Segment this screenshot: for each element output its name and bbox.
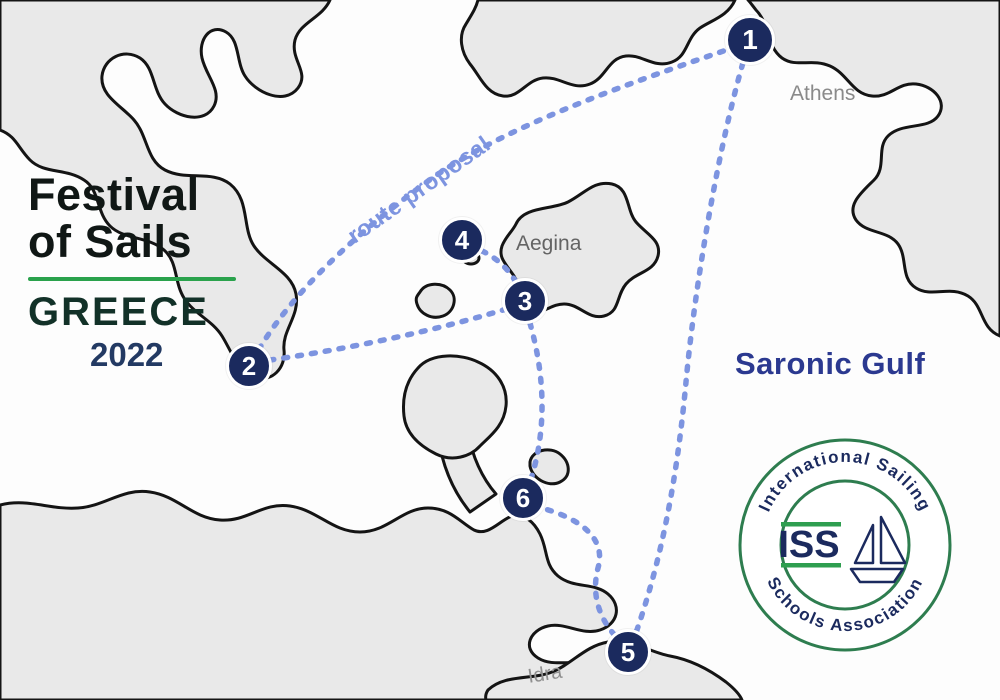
waypoint-number: 4 bbox=[454, 224, 470, 255]
logo-green-bar-top bbox=[781, 522, 841, 527]
island-small-west bbox=[414, 282, 456, 319]
waypoint-marker-1: 1 bbox=[725, 15, 775, 65]
landmass-attica-east bbox=[746, 0, 1000, 338]
label-athens: Athens bbox=[790, 82, 856, 105]
route-segment-6-5 bbox=[531, 503, 627, 647]
logo-green-bar-bottom bbox=[781, 563, 841, 568]
sailboat-icon bbox=[849, 515, 907, 584]
country-title: GREECE bbox=[28, 289, 209, 334]
route-segment-5-1 bbox=[629, 43, 751, 647]
route-segment-3-6 bbox=[523, 307, 545, 491]
waypoint-marker-3: 3 bbox=[502, 278, 548, 324]
island-poros bbox=[528, 448, 570, 486]
peninsula-methana bbox=[402, 354, 508, 460]
waypoint-number: 5 bbox=[620, 636, 636, 667]
title-divider bbox=[28, 276, 236, 281]
waypoint-marker-2: 2 bbox=[226, 343, 272, 389]
route-segment-1-2 bbox=[251, 39, 753, 361]
iss-association-logo: International Sailing Schools Associatio… bbox=[738, 438, 952, 652]
festival-title-line2: of Sails bbox=[28, 215, 193, 267]
waypoint-number: 1 bbox=[742, 24, 758, 55]
label-aegina: Aegina bbox=[516, 232, 582, 255]
landmass-northwest bbox=[0, 0, 332, 381]
festival-title-line1: Festival bbox=[28, 169, 200, 220]
landmass-south bbox=[0, 489, 618, 700]
waypoint-number: 2 bbox=[241, 350, 257, 381]
landmass-attica-west bbox=[459, 0, 737, 98]
waypoint-marker-4: 4 bbox=[439, 217, 485, 263]
waypoint-marker-5: 5 bbox=[605, 629, 651, 675]
waypoint-number: 6 bbox=[515, 482, 531, 513]
label-saronic-gulf: Saronic Gulf bbox=[735, 346, 926, 381]
logo-monogram: ISS bbox=[778, 524, 839, 566]
year-title: 2022 bbox=[90, 335, 164, 373]
waypoint-number: 3 bbox=[517, 285, 533, 316]
waypoint-marker-6: 6 bbox=[500, 475, 546, 521]
title-block: Festival of Sails GREECE 2022 bbox=[28, 169, 268, 373]
